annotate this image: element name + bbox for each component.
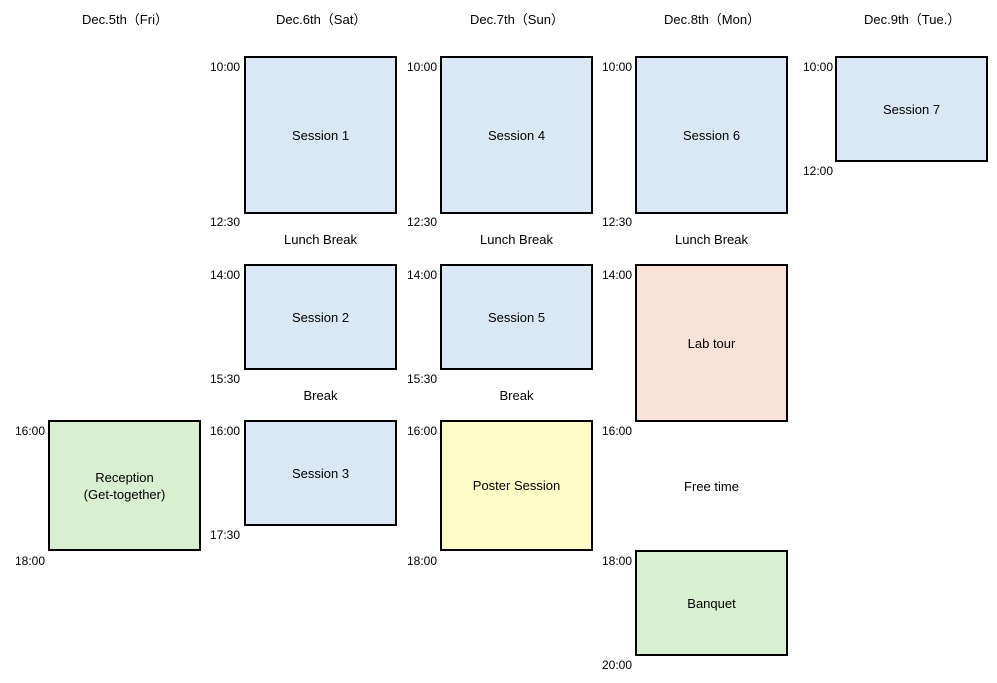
banquet-label: Banquet [687, 595, 736, 611]
session-6-label: Session 6 [682, 127, 741, 143]
lunch-break-mon: Lunch Break [675, 232, 748, 247]
reception-label: Reception (Get-together) [83, 469, 166, 502]
session-5-label: Session 5 [487, 309, 546, 325]
time-start-banquet: 18:00 [602, 554, 633, 568]
time-start-session4: 10:00 [407, 60, 438, 74]
time-start-session5: 14:00 [407, 268, 438, 282]
day-header-fri: Dec.5th（Fri） [82, 12, 168, 27]
time-end-reception: 18:00 [15, 554, 46, 568]
time-start-session7: 10:00 [803, 60, 834, 74]
day-header-sat: Dec.6th（Sat） [276, 12, 367, 27]
time-start-poster: 16:00 [407, 424, 438, 438]
lab-tour-label: Lab tour [687, 335, 736, 351]
time-start-session2: 14:00 [210, 268, 241, 282]
session-1-label: Session 1 [291, 127, 350, 143]
time-end-labtour: 16:00 [602, 424, 633, 438]
day-header-sun: Dec.7th（Sun） [470, 12, 564, 27]
day-header-mon: Dec.8th（Mon） [664, 12, 761, 27]
time-end-session5: 15:30 [407, 372, 438, 386]
time-end-session4: 12:30 [407, 215, 438, 229]
time-start-reception: 16:00 [15, 424, 46, 438]
session-6-block[interactable]: Session 6 [635, 56, 788, 214]
time-start-session1: 10:00 [210, 60, 241, 74]
time-start-session6: 10:00 [602, 60, 633, 74]
session-7-label: Session 7 [882, 101, 941, 117]
day-header-tue: Dec.9th（Tue.） [864, 12, 961, 27]
time-end-session3: 17:30 [210, 528, 241, 542]
lunch-break-sun: Lunch Break [480, 232, 553, 247]
time-start-session3: 16:00 [210, 424, 241, 438]
session-5-block[interactable]: Session 5 [440, 264, 593, 370]
break-sat: Break [303, 388, 338, 403]
poster-session-label: Poster Session [472, 478, 561, 493]
time-start-labtour: 14:00 [602, 268, 633, 282]
time-end-banquet: 20:00 [602, 658, 633, 672]
session-1-block[interactable]: Session 1 [244, 56, 397, 214]
time-end-session7: 12:00 [803, 164, 834, 178]
free-time-mon: Free time [684, 479, 739, 494]
session-4-block[interactable]: Session 4 [440, 56, 593, 214]
session-3-block[interactable]: Session 3 [244, 420, 397, 526]
poster-session-block[interactable]: Poster Session [440, 420, 593, 551]
lunch-break-sat: Lunch Break [284, 232, 357, 247]
lab-tour-block[interactable]: Lab tour [635, 264, 788, 422]
session-2-block[interactable]: Session 2 [244, 264, 397, 370]
session-2-label: Session 2 [291, 309, 350, 325]
session-4-label: Session 4 [487, 127, 546, 143]
time-end-session2: 15:30 [210, 372, 241, 386]
time-end-poster: 18:00 [407, 554, 438, 568]
time-end-session1: 12:30 [210, 215, 241, 229]
session-3-label: Session 3 [291, 465, 350, 481]
banquet-block[interactable]: Banquet [635, 550, 788, 656]
break-sun: Break [499, 388, 534, 403]
reception-block[interactable]: Reception (Get-together) [48, 420, 201, 551]
time-end-session6: 12:30 [602, 215, 633, 229]
session-7-block[interactable]: Session 7 [835, 56, 988, 162]
